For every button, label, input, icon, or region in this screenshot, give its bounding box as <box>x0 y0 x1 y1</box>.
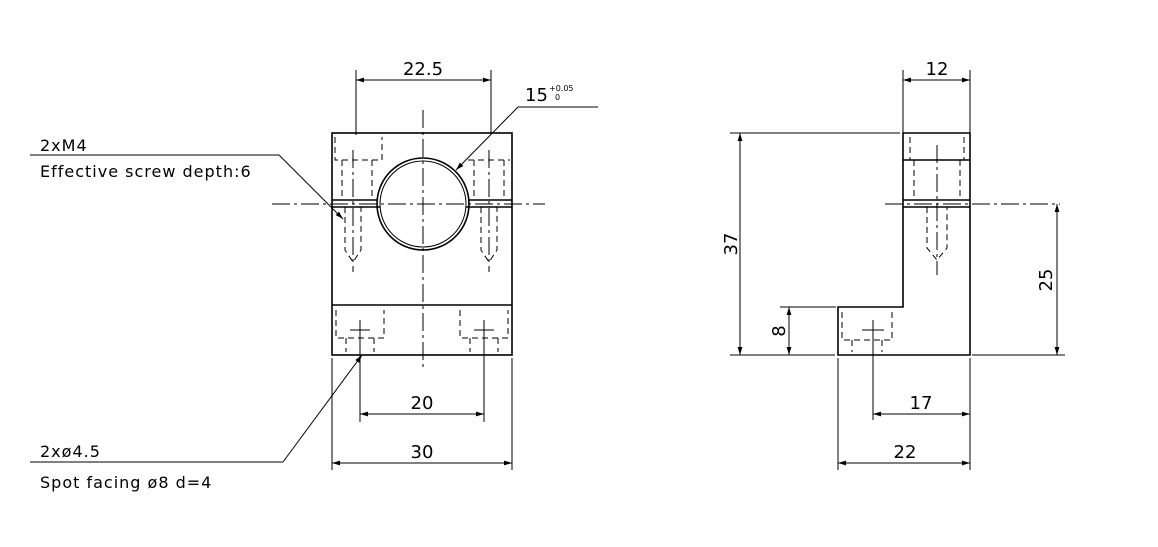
side-tap-hidden <box>926 207 948 261</box>
counterbore-top-right <box>468 150 510 272</box>
callout-tap: 2xM4 Effective screw depth:6 <box>30 136 344 220</box>
dim-hole-tol-lower: 0 <box>555 93 560 102</box>
dimension-22-5: 22.5 <box>355 59 492 135</box>
spot-facing-bottom-left <box>335 310 385 352</box>
side-view: 12 37 8 25 17 <box>721 59 1065 470</box>
dimension-22: 22 <box>837 358 971 470</box>
dimension-8: 8 <box>769 306 836 355</box>
dimension-30: 30 <box>331 358 513 470</box>
callout-tap-line2: Effective screw depth:6 <box>40 162 252 181</box>
side-spot-facing-2 <box>851 340 883 352</box>
side-spot-facing <box>841 312 893 341</box>
side-outline <box>837 132 971 356</box>
front-view: 22.5 15 +0.05 0 2xM4 Effective screw dep… <box>30 59 598 492</box>
dim-37-label: 37 <box>721 233 742 256</box>
dim-hole-label: 15 <box>525 85 548 106</box>
dim-22-label: 22 <box>894 442 917 463</box>
dimension-12: 12 <box>902 59 971 133</box>
dimension-17: 17 <box>873 358 971 422</box>
dim-22-5-label: 22.5 <box>403 59 443 80</box>
dimension-25: 25 <box>972 204 1065 356</box>
dimension-hole-15: 15 +0.05 0 <box>455 84 598 171</box>
counterbore-top-left <box>334 137 383 272</box>
side-cb-hidden-2 <box>913 160 961 200</box>
dim-8-label: 8 <box>769 325 790 336</box>
spot-facing-bottom-right <box>459 310 509 352</box>
dimension-20: 20 <box>359 340 485 422</box>
dimension-37: 37 <box>721 132 900 356</box>
callout-hole-line2: Spot facing ø8 d=4 <box>40 473 212 492</box>
dim-12-label: 12 <box>926 59 949 80</box>
dim-25-label: 25 <box>1036 269 1057 292</box>
dim-20-label: 20 <box>411 393 434 414</box>
side-cb-hidden <box>909 137 965 160</box>
dim-17-label: 17 <box>910 393 933 414</box>
dim-30-label: 30 <box>411 442 434 463</box>
callout-hole-line1: 2xø4.5 <box>40 442 101 461</box>
callout-tap-line1: 2xM4 <box>40 136 88 155</box>
dim-hole-tol-upper: +0.05 <box>549 84 574 93</box>
front-outline <box>331 132 513 356</box>
callout-spot-facing: 2xø4.5 Spot facing ø8 d=4 <box>30 354 363 492</box>
